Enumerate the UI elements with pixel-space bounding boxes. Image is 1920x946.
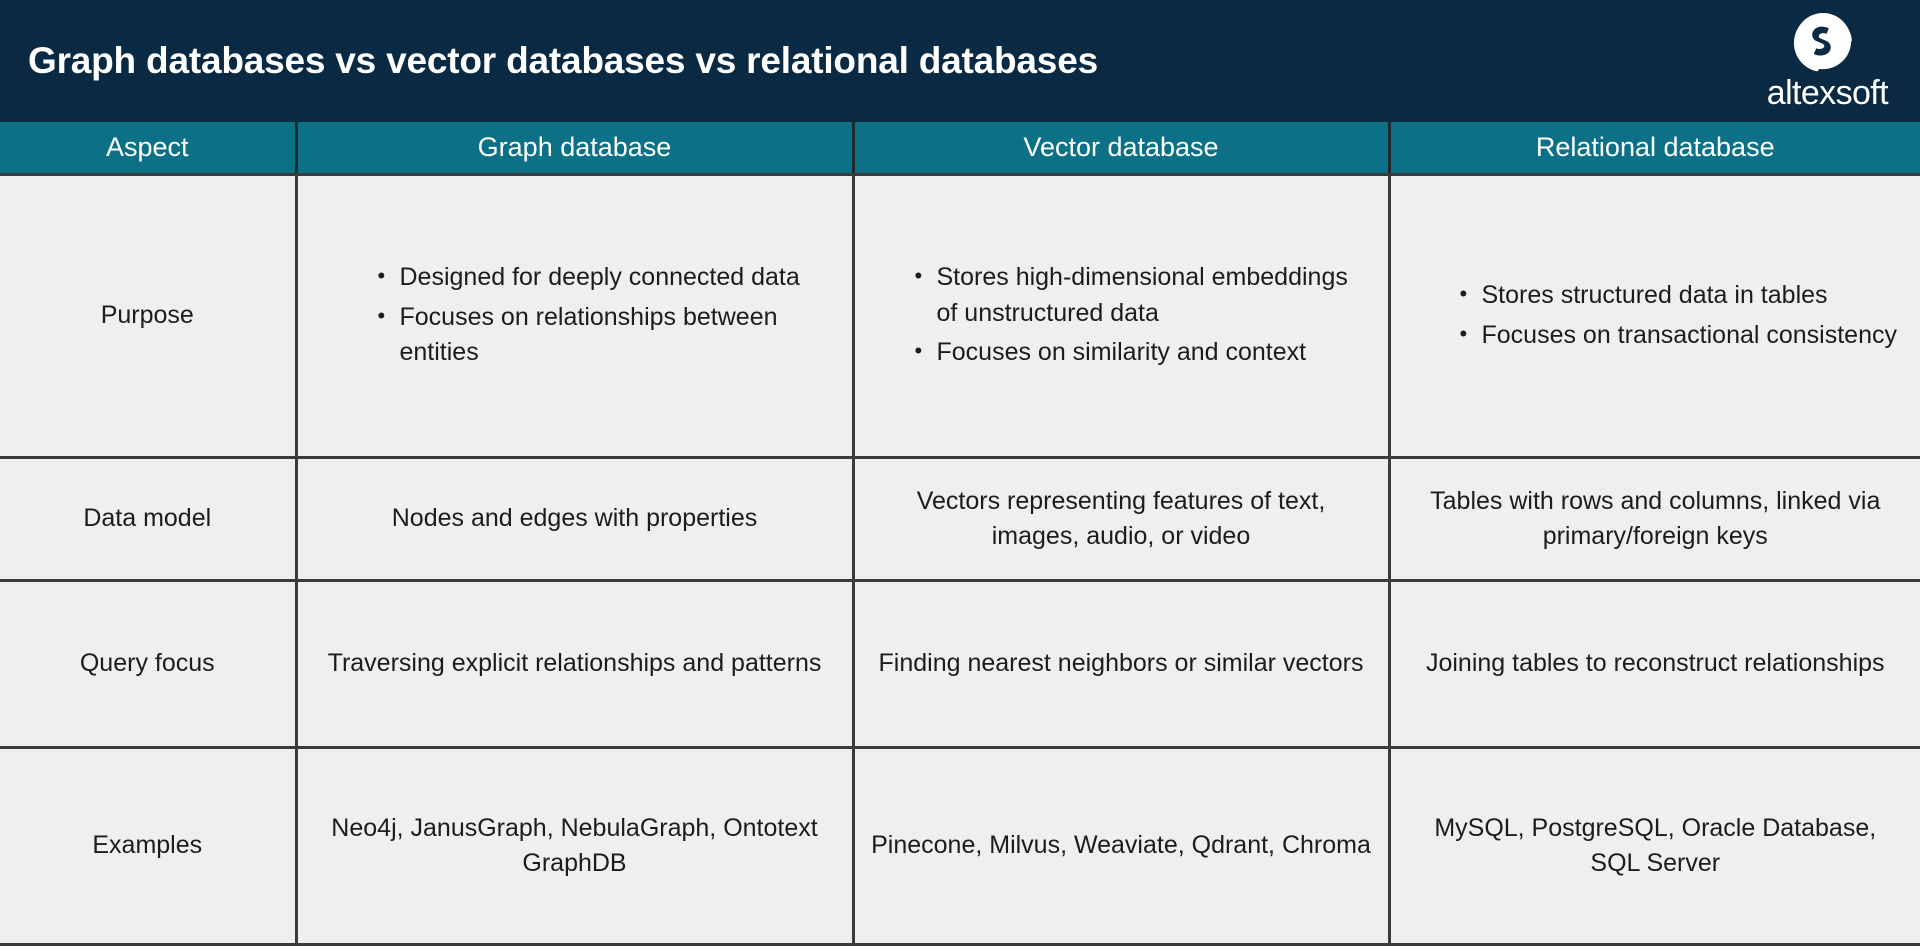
- cell-query-focus-graph: Traversing explicit relationships and pa…: [296, 580, 855, 750]
- cell-purpose-relational: Stores structured data in tables Focuses…: [1389, 174, 1920, 459]
- table-header-row: Aspect Graph database Vector database Re…: [0, 122, 1920, 176]
- brand-logo: altexsoft: [1767, 12, 1894, 110]
- bullet-list-purpose-vector: Stores high-dimensional embeddings of un…: [885, 259, 1372, 371]
- header-bar: Graph databases vs vector databases vs r…: [0, 0, 1920, 122]
- cell-text: Finding nearest neighbors or similar vec…: [878, 649, 1364, 678]
- cell-text: Joining tables to reconstruct relationsh…: [1425, 649, 1885, 678]
- cell-text: Traversing explicit relationships and pa…: [327, 649, 822, 678]
- brand-name: altexsoft: [1766, 74, 1889, 112]
- cell-text: Neo4j, JanusGraph, NebulaGraph, Ontotext…: [331, 813, 818, 878]
- list-item: Stores high-dimensional embeddings of un…: [915, 259, 1372, 331]
- cell-query-focus-relational: Joining tables to reconstruct relationsh…: [1389, 580, 1920, 750]
- cell-purpose-vector: Stores high-dimensional embeddings of un…: [853, 174, 1391, 459]
- list-item: Stores structured data in tables: [1460, 277, 1898, 314]
- aspect-label-query-focus: Query focus: [0, 580, 298, 750]
- cell-data-model-vector: Vectors representing features of text, i…: [853, 457, 1391, 583]
- list-item: Focuses on similarity and context: [915, 334, 1372, 371]
- cell-examples-graph: Neo4j, JanusGraph, NebulaGraph, Ontotext…: [296, 747, 855, 945]
- column-header-vector: Vector database: [853, 122, 1391, 176]
- cell-text: Pinecone, Milvus, Weaviate, Qdrant, Chro…: [871, 831, 1371, 860]
- altexsoft-speech-bubble-logo-icon: [1793, 12, 1853, 72]
- list-item: Designed for deeply connected data: [378, 259, 836, 296]
- cell-data-model-relational: Tables with rows and columns, linked via…: [1389, 457, 1920, 583]
- cell-text: MySQL, PostgreSQL, Oracle Database, SQL …: [1434, 813, 1877, 878]
- cell-examples-relational: MySQL, PostgreSQL, Oracle Database, SQL …: [1389, 747, 1920, 945]
- column-header-aspect: Aspect: [0, 122, 298, 176]
- table-row-query-focus: Query focus Traversing explicit relation…: [0, 580, 1920, 750]
- column-header-graph: Graph database: [296, 122, 855, 176]
- cell-query-focus-vector: Finding nearest neighbors or similar vec…: [853, 580, 1391, 750]
- comparison-table: Aspect Graph database Vector database Re…: [0, 122, 1920, 946]
- bullet-list-purpose-graph: Designed for deeply connected data Focus…: [348, 259, 836, 371]
- aspect-label-data-model: Data model: [0, 457, 298, 583]
- cell-data-model-graph: Nodes and edges with properties: [296, 457, 855, 583]
- cell-purpose-graph: Designed for deeply connected data Focus…: [296, 174, 855, 459]
- table-row-data-model: Data model Nodes and edges with properti…: [0, 457, 1920, 583]
- cell-text: Nodes and edges with properties: [391, 504, 758, 533]
- list-item: Focuses on relationships between entitie…: [378, 299, 836, 371]
- page-title: Graph databases vs vector databases vs r…: [28, 39, 1098, 81]
- aspect-label-examples: Examples: [0, 747, 298, 945]
- bullet-list-purpose-relational: Stores structured data in tables Focuses…: [1430, 277, 1898, 354]
- table-row-purpose: Purpose Designed for deeply connected da…: [0, 174, 1920, 459]
- cell-examples-vector: Pinecone, Milvus, Weaviate, Qdrant, Chro…: [853, 747, 1391, 945]
- column-header-relational: Relational database: [1389, 122, 1920, 176]
- aspect-label-purpose: Purpose: [0, 174, 298, 459]
- cell-text: Tables with rows and columns, linked via…: [1430, 486, 1881, 551]
- table-row-examples: Examples Neo4j, JanusGraph, NebulaGraph,…: [0, 747, 1920, 945]
- cell-text: Vectors representing features of text, i…: [916, 486, 1326, 551]
- list-item: Focuses on transactional consistency: [1460, 317, 1898, 354]
